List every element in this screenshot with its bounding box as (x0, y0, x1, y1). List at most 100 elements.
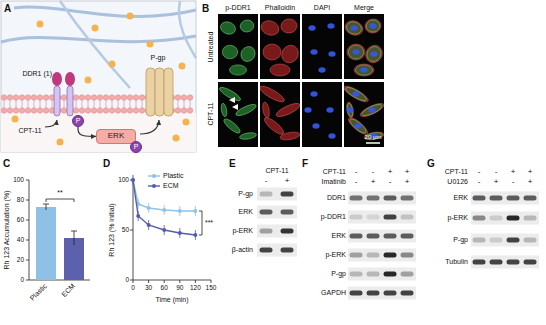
blot-label: p-DDR1 (321, 213, 346, 221)
receptor-stain (361, 102, 384, 118)
micrograph-ground (302, 14, 342, 79)
axis-tick-mark (133, 280, 134, 283)
schematic-panel (1, 1, 196, 152)
blot-band (524, 238, 537, 243)
lipid-head (37, 108, 43, 114)
lipid-tail (112, 100, 113, 108)
receptor-stain (345, 20, 363, 36)
nucleus-stain (327, 23, 334, 29)
nucleus-stain (352, 49, 359, 55)
collagen-fiber (60, 1, 130, 88)
lipid-head (85, 108, 91, 114)
blot-band (384, 253, 397, 258)
drug-molecule (173, 135, 180, 142)
axis-tick-mark (130, 230, 133, 231)
nucleus-stain (352, 91, 359, 97)
actin-stain (363, 42, 384, 66)
receptor-stain (219, 20, 237, 36)
blot-band (507, 238, 520, 243)
blot-band (350, 291, 363, 296)
row-label: Untreated (207, 32, 215, 63)
blot-strip (257, 188, 297, 201)
blot-band (367, 253, 380, 258)
axis-tick: 40 (17, 236, 24, 243)
significance-mark: ** (57, 189, 62, 197)
axis-line (29, 180, 90, 280)
blot-label: ERK (239, 208, 253, 216)
actin-stain (344, 84, 370, 105)
receptor-stain (346, 103, 353, 117)
lipid-head (79, 95, 85, 101)
micrograph-ground (218, 14, 258, 79)
actin-stain (275, 101, 300, 119)
blot-band (490, 238, 503, 243)
collagen-fiber (14, 7, 196, 16)
legend-sample (148, 174, 160, 178)
column-header: p-DDR1 (225, 4, 250, 12)
receptor-stain (356, 65, 373, 75)
blot-band (384, 215, 397, 220)
pathway-arrow (45, 120, 57, 127)
scale-bar (366, 142, 380, 144)
lipid-head (115, 95, 121, 101)
receptor-stain (238, 44, 257, 64)
blot-strip (348, 230, 416, 243)
actin-stain (364, 18, 382, 35)
error-bar (43, 204, 49, 210)
lipid-head (127, 95, 133, 101)
lipid-tail (4, 100, 5, 108)
blot-band (350, 215, 363, 220)
transporter-lobe (164, 68, 173, 116)
nucleus-stain (318, 67, 325, 73)
data-point (193, 233, 197, 237)
lipid-tail (22, 100, 23, 108)
axis-tick-mark (26, 240, 29, 241)
axis-tick: 50 (122, 226, 129, 233)
blot-label: ERK (332, 232, 346, 240)
treatment-label: Imatinib (321, 178, 346, 186)
lipid-head (97, 95, 103, 101)
blot-label: GAPDH (321, 289, 346, 297)
lipid-head (187, 95, 193, 101)
blot-strip (257, 206, 297, 219)
lipid-tail (142, 100, 143, 108)
blot-band (473, 196, 486, 201)
micrograph (344, 82, 384, 147)
lipid-head (91, 108, 97, 114)
lipid-head (31, 95, 37, 101)
legend-text: ECM (163, 182, 179, 190)
blot-band (260, 210, 273, 215)
blot-band (260, 192, 273, 197)
blot-strip (257, 225, 297, 238)
axis-tick: 90 (176, 284, 183, 291)
nucleus-stain (370, 51, 377, 57)
blot-label: p-ERK (325, 251, 346, 259)
lipid-head (13, 108, 19, 114)
blot-strip (471, 234, 539, 247)
blot-band (350, 196, 363, 201)
blot-label: P-gp (238, 190, 253, 198)
blot-band (473, 238, 486, 243)
nucleus-stain (350, 25, 357, 31)
axis-title: Rh 123 (% initial) (108, 203, 116, 256)
significance-bracket (46, 199, 74, 202)
micrograph (344, 14, 384, 79)
blot-strip (348, 287, 416, 300)
nucleus-stain (346, 107, 353, 113)
blot-band (524, 196, 537, 201)
actin-stain (359, 101, 384, 119)
protein-label: P-gp (151, 54, 166, 62)
lipid-head (61, 95, 67, 101)
lipid-head (109, 95, 115, 101)
drug-molecule (37, 21, 44, 28)
axis-tick: 150 (206, 284, 217, 291)
lipid-head (127, 108, 133, 114)
blot-label: p-ERK (232, 227, 253, 235)
lipid-tail (52, 100, 53, 108)
blot-band (401, 291, 414, 296)
blot-strip (471, 212, 539, 225)
treatment-label: CPT-11 (323, 168, 346, 176)
blot-band (367, 291, 380, 296)
blot-band (507, 260, 520, 265)
